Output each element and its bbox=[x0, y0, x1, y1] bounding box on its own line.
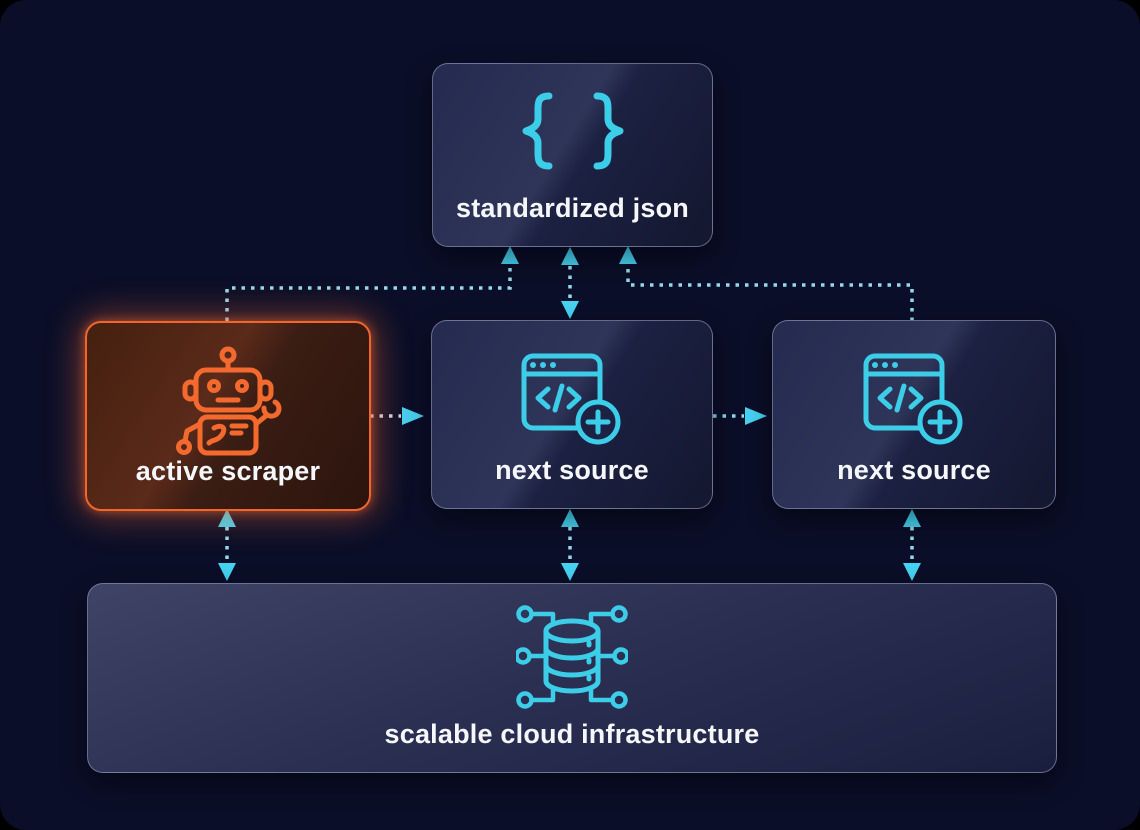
browser-code-plus-icon bbox=[863, 353, 963, 445]
browser-code-plus-icon bbox=[521, 353, 621, 445]
robot-icon bbox=[176, 346, 282, 456]
node-next-source-middle: next source bbox=[431, 320, 713, 509]
node-label: next source bbox=[837, 455, 991, 485]
edge-scraper-to-middle-source bbox=[370, 407, 424, 425]
edge-scraper-to-json bbox=[225, 246, 519, 321]
node-standardized-json: standardized json bbox=[432, 63, 713, 247]
edge-right-source-infra bbox=[903, 509, 921, 581]
braces-icon bbox=[522, 92, 623, 170]
edge-right-source-to-json bbox=[619, 246, 914, 321]
edge-scraper-infra bbox=[218, 509, 236, 581]
database-network-icon bbox=[516, 605, 628, 709]
node-label: scalable cloud infrastructure bbox=[384, 719, 760, 749]
edge-middle-source-infra bbox=[561, 509, 579, 581]
node-label: next source bbox=[495, 455, 649, 485]
node-cloud-infrastructure: scalable cloud infrastructure bbox=[87, 583, 1057, 773]
node-label: active scraper bbox=[135, 456, 321, 486]
node-active-scraper: active scraper bbox=[85, 321, 371, 511]
edge-middle-to-right-source bbox=[713, 407, 767, 425]
edge-json-middle-source bbox=[561, 247, 579, 319]
node-next-source-right: next source bbox=[772, 320, 1056, 509]
node-label: standardized json bbox=[456, 193, 689, 223]
